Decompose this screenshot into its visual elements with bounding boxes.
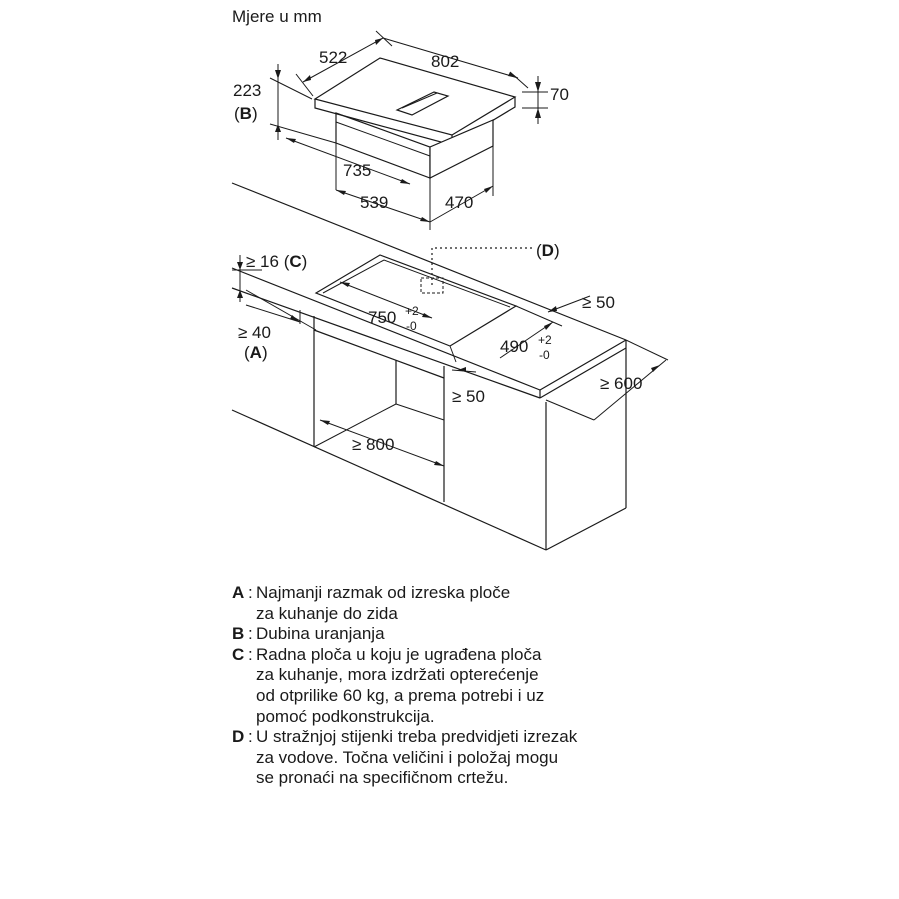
hob-body-depth-label: 470 [445, 193, 473, 212]
legend-item-c: C: Radna ploča u koju je ugrađena ploča … [232, 645, 692, 727]
side-margin-label: ≥ 50 [582, 293, 615, 312]
hob-vent-strip [395, 91, 450, 116]
cutout-width-tol-plus: +2 [405, 304, 419, 318]
hob-dimension-lines [269, 30, 548, 230]
worktop-cabinet-drawing [231, 182, 627, 551]
cabinet-depth-label: ≥ 600 [600, 374, 642, 393]
legend-text: U stražnjoj stijenki treba predvidjeti i… [256, 727, 578, 788]
legend-text: Najmanji razmak od izreska ploče za kuha… [256, 583, 511, 623]
legend-letter: A [232, 583, 245, 602]
hob-glass-height-label: 70 [550, 85, 569, 104]
front-margin-label: ≥ 40 [238, 323, 271, 342]
cutout-depth-tol-plus: +2 [538, 333, 552, 347]
legend-item-b: B: Dubina uranjanja [232, 624, 692, 645]
label-d: (D) [536, 241, 560, 260]
legend-letter: D [232, 727, 245, 747]
legend-letter: B [232, 624, 245, 644]
hob-total-height-label: 223 [233, 81, 261, 100]
hob-body-width-label: 735 [343, 161, 371, 180]
legend: A: Najmanji razmak od izreska ploče za k… [232, 583, 692, 789]
cutout-width-tol-minus: -0 [406, 319, 417, 333]
legend-item-a: A: Najmanji razmak od izreska ploče za k… [232, 583, 692, 624]
legend-text: Radna ploča u koju je ugrađena ploča za … [256, 644, 545, 726]
cutout-depth-label: 490 [500, 337, 528, 356]
cutout-width-label: 750 [368, 308, 396, 327]
label-b: (B) [234, 104, 258, 123]
cutout-depth-tol-minus: -0 [539, 348, 550, 362]
worktop-dimension-lines [232, 247, 669, 467]
hob-body-front-label: 539 [360, 193, 388, 212]
cabinet-width-label: ≥ 800 [352, 435, 394, 454]
label-a: (A) [244, 343, 268, 362]
hob-width-label: 802 [431, 52, 459, 71]
front-to-side-label: ≥ 50 [452, 387, 485, 406]
legend-letter: C [232, 644, 245, 664]
legend-text: Dubina uranjanja [256, 624, 385, 644]
legend-item-d: D: U stražnjoj stijenki treba predvidjet… [232, 727, 692, 789]
units-note: Mjere u mm [232, 7, 322, 26]
worktop-thickness-label: ≥ 16 (C) [246, 252, 307, 271]
hob-depth-label: 522 [319, 48, 347, 67]
